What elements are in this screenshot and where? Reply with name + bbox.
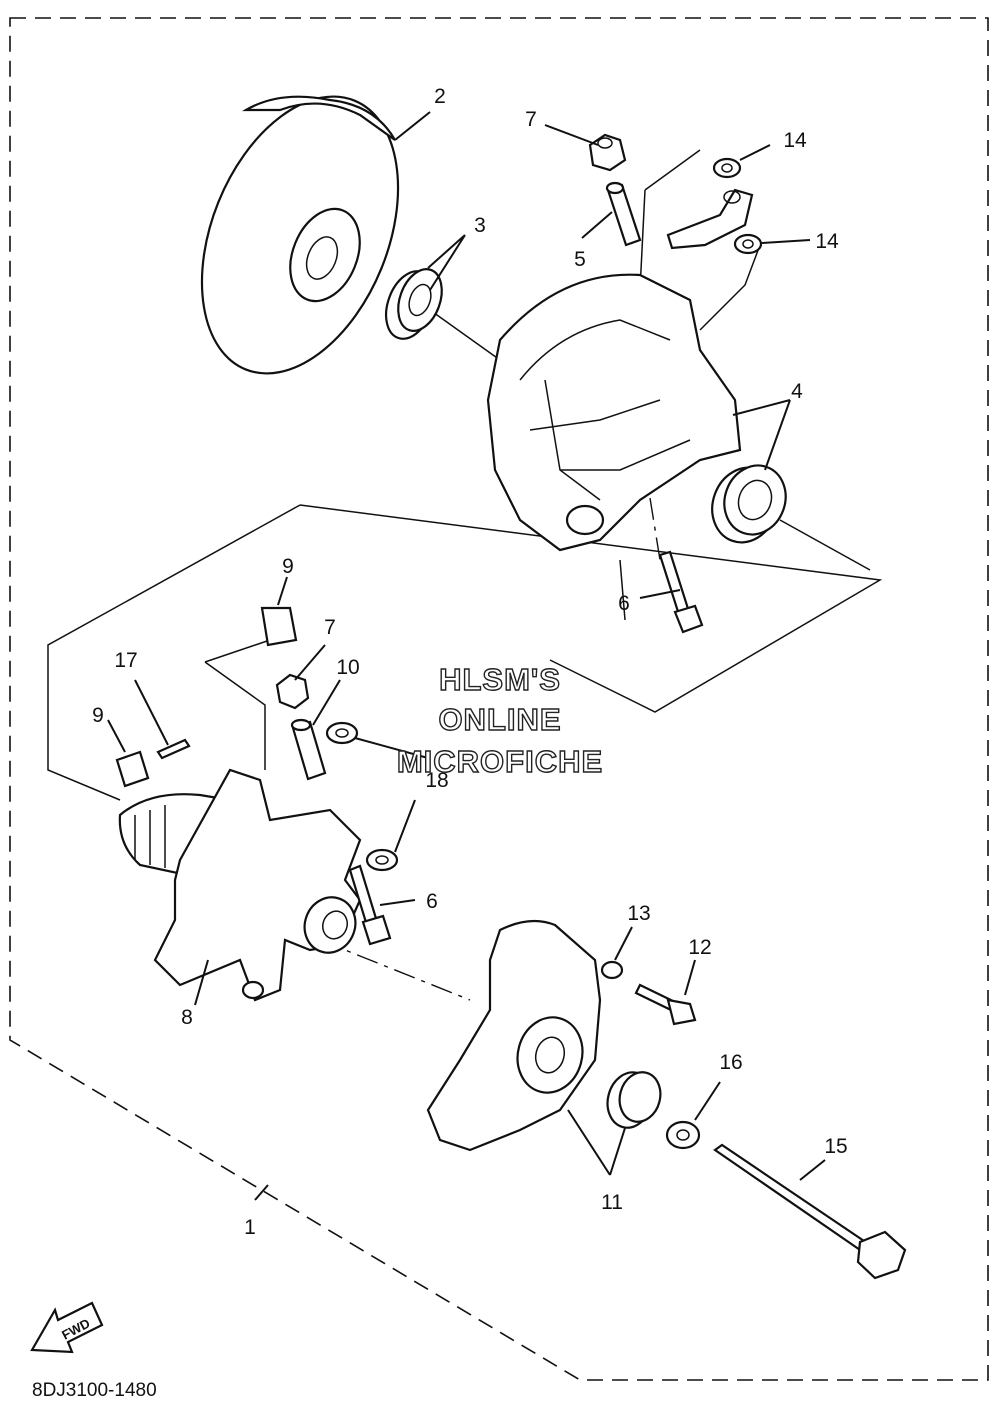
part-11-cover <box>426 919 662 1152</box>
label-9-second: 9 <box>92 704 104 727</box>
label-14: 14 <box>783 129 807 152</box>
part-5-pin <box>605 181 642 247</box>
label-6-second: 6 <box>426 890 438 913</box>
label-12: 12 <box>688 936 711 959</box>
label-3: 3 <box>474 214 486 237</box>
part-12-bolt <box>634 983 697 1026</box>
label-8: 8 <box>181 1006 193 1029</box>
label-4: 4 <box>791 380 803 403</box>
label-7-second: 7 <box>324 616 336 639</box>
label-15: 15 <box>824 1135 847 1158</box>
part-6-bolt-top <box>658 550 704 634</box>
label-14-second: 14 <box>815 230 839 253</box>
label-1: 1 <box>244 1216 256 1239</box>
label-9: 9 <box>282 555 294 578</box>
part-16-washer <box>665 1120 701 1150</box>
label-10: 10 <box>336 656 359 679</box>
watermark-line-3: MICROFICHE <box>397 744 603 779</box>
part-13-washer <box>600 960 624 980</box>
assembly-boundary <box>9 17 989 1381</box>
watermark-line-1: HLSM'S <box>439 662 561 697</box>
part-15-bolt <box>713 1143 907 1280</box>
watermark-line-2: ONLINE <box>438 702 561 737</box>
part-8-spider <box>118 768 362 1002</box>
label-17: 17 <box>114 649 137 672</box>
part-18-washers <box>325 721 399 872</box>
label-5: 5 <box>574 248 586 271</box>
label-2: 2 <box>434 85 446 108</box>
part-9-slider-b <box>115 750 150 788</box>
label-6: 6 <box>618 592 630 615</box>
label-18: 18 <box>425 769 448 792</box>
part-14-washers <box>666 157 763 255</box>
drawing-code: 8DJ3100-1480 <box>32 1380 157 1401</box>
label-16: 16 <box>719 1051 742 1074</box>
part-10-pin <box>290 718 327 781</box>
part-7-nut-top <box>588 133 627 172</box>
part-9-slider-a <box>260 606 298 647</box>
part-6-bolt-mid <box>348 864 392 946</box>
part-17-pin <box>156 738 191 760</box>
label-7: 7 <box>525 108 537 131</box>
part-2-sheave <box>200 95 400 375</box>
fwd-arrow-icon: FWD <box>30 1301 104 1354</box>
label-13: 13 <box>627 902 650 925</box>
part-4-housing <box>486 273 787 552</box>
label-11: 11 <box>601 1191 623 1214</box>
watermark: HLSM'S ONLINE MICROFICHE <box>396 661 603 779</box>
part-3-collar <box>385 268 443 340</box>
part-7-nut-mid <box>275 673 310 710</box>
leader-lines <box>107 111 826 1201</box>
